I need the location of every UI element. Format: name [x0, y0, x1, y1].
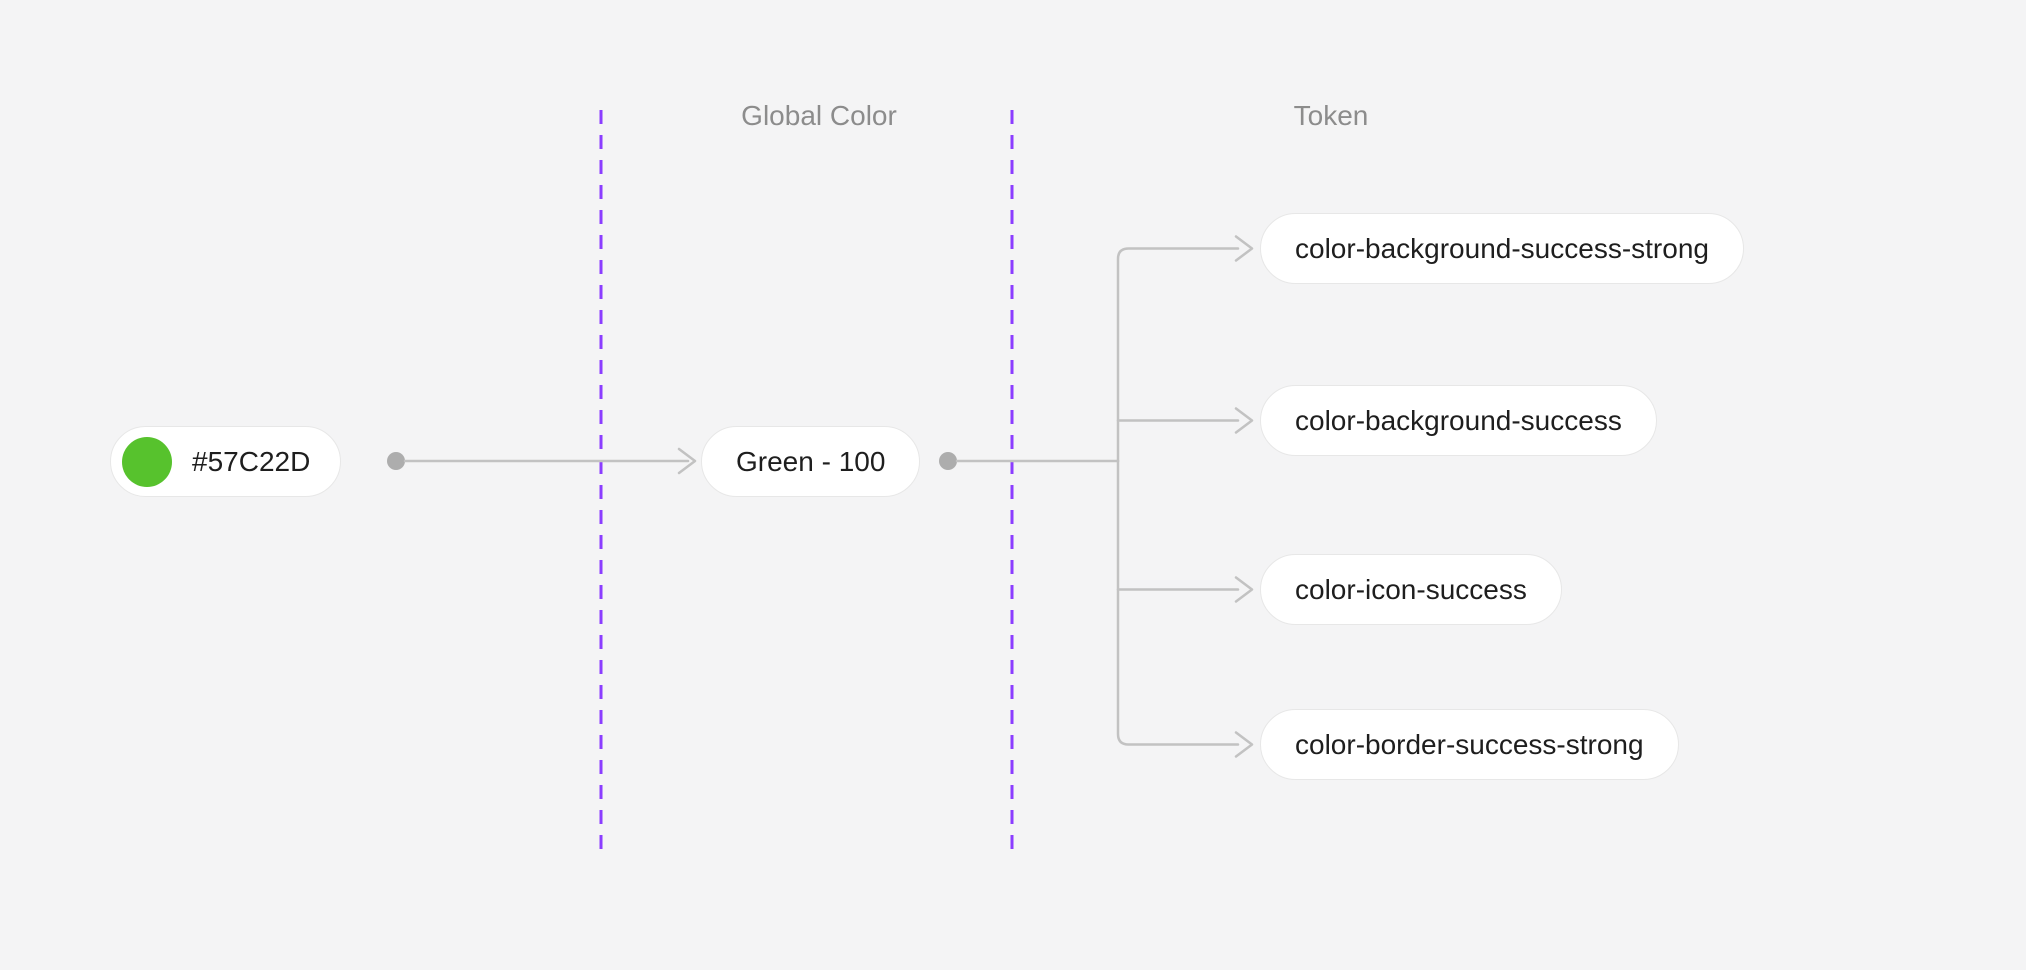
arrowhead-token-1: [1234, 235, 1254, 262]
source-color-node: #57C22D: [110, 426, 342, 497]
token-label: color-background-success-strong: [1295, 232, 1709, 264]
branch-line-4: [1116, 459, 1240, 746]
branch-line-1: [1116, 247, 1240, 463]
connector-dot-global: [939, 452, 957, 470]
arrowhead-global: [677, 447, 697, 475]
token-label: color-border-success-strong: [1295, 728, 1644, 760]
token-label: color-icon-success: [1295, 573, 1527, 605]
arrowhead-token-3: [1234, 576, 1254, 603]
arrowhead-token-2: [1234, 407, 1254, 434]
token-label: color-background-success: [1295, 404, 1622, 436]
connector-dot-source: [387, 452, 405, 470]
token-node: color-icon-success: [1260, 554, 1562, 625]
global-color-label: Green - 100: [736, 445, 886, 477]
color-swatch-icon: [122, 436, 172, 487]
token-node: color-border-success-strong: [1260, 709, 1679, 780]
token-node: color-background-success: [1260, 385, 1657, 456]
arrowhead-token-4: [1234, 731, 1254, 758]
token-node: color-background-success-strong: [1260, 213, 1744, 284]
column-heading-global-color: Global Color: [741, 100, 897, 131]
source-hex-label: #57C22D: [192, 445, 311, 477]
global-color-node: Green - 100: [701, 426, 921, 497]
column-heading-token: Token: [1293, 100, 1369, 131]
